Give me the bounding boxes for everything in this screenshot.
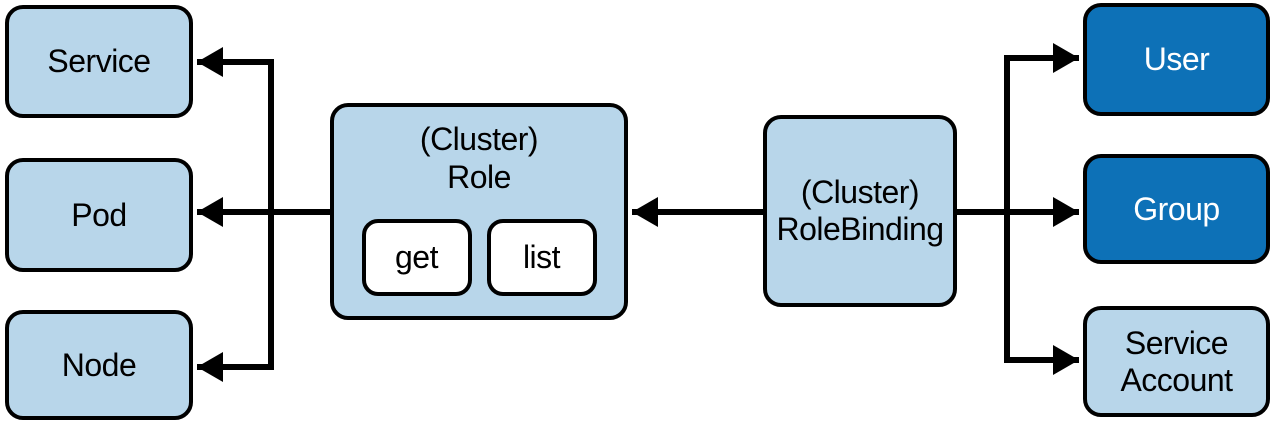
subject-label-user: User: [1143, 41, 1210, 78]
verb-row: get list: [361, 218, 597, 296]
cluster-role-binding-box: (Cluster) RoleBinding: [763, 115, 957, 307]
subject-box-group: Group: [1083, 154, 1270, 264]
cluster-role-binding-title-line2: RoleBinding: [776, 211, 944, 247]
resource-box-service: Service: [5, 5, 193, 118]
resource-box-pod: Pod: [5, 158, 193, 272]
subject-label-service-account: Service Account: [1120, 324, 1233, 398]
cluster-role-title-line2: Role: [447, 158, 511, 195]
resource-box-node: Node: [5, 310, 193, 420]
cluster-role-title-line1: (Cluster): [419, 121, 539, 157]
verb-box-list: list: [486, 218, 597, 296]
subject-box-user: User: [1083, 3, 1270, 116]
cluster-role-title: (Cluster) Role: [419, 121, 539, 197]
verb-label-list: list: [522, 238, 561, 275]
resource-label-node: Node: [61, 346, 137, 383]
verb-box-get: get: [361, 218, 472, 296]
resource-label-pod: Pod: [71, 196, 127, 233]
resource-label-service: Service: [47, 43, 151, 80]
subject-label-group: Group: [1133, 190, 1220, 227]
cluster-role-binding-title-line1: (Cluster): [800, 174, 920, 211]
cluster-role-box: (Cluster) Role get list: [330, 103, 628, 320]
cluster-role-binding-title: (Cluster) RoleBinding: [776, 174, 944, 248]
subject-box-service-account: Service Account: [1083, 306, 1270, 417]
verb-label-get: get: [395, 238, 438, 275]
